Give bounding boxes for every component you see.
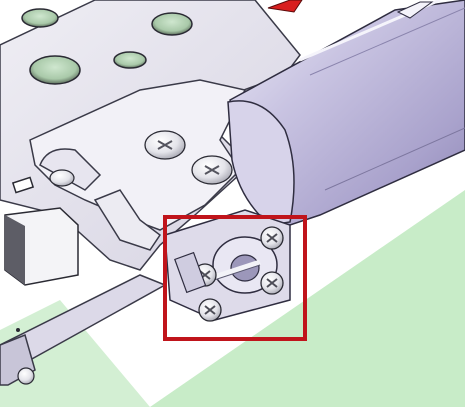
plate-screw [49, 169, 75, 187]
ground-plane [150, 190, 465, 407]
motor-end-cap [227, 100, 295, 226]
plate-hole [21, 8, 59, 28]
motor-top-notch [396, 1, 434, 19]
plate-slot [11, 176, 35, 194]
mount-screw [260, 271, 284, 295]
mounting-plate [29, 79, 247, 231]
arm-screw [17, 367, 35, 385]
mount-screw [260, 226, 284, 250]
cable-guide [39, 148, 102, 191]
connector-block-side [5, 215, 25, 285]
mount-screw [198, 298, 222, 322]
mount-side-block [174, 251, 207, 294]
red-tab [267, 0, 303, 13]
motor-rib [324, 127, 465, 191]
motor-rib [309, 7, 465, 76]
highlight-box [163, 215, 307, 341]
plate-hole [151, 12, 193, 36]
plate-screw [191, 155, 233, 185]
bracket-strip [93, 189, 162, 251]
plate-hole [29, 55, 81, 85]
plate-hole [113, 51, 147, 69]
arm-dot [16, 328, 20, 332]
plate-screw [144, 130, 186, 160]
